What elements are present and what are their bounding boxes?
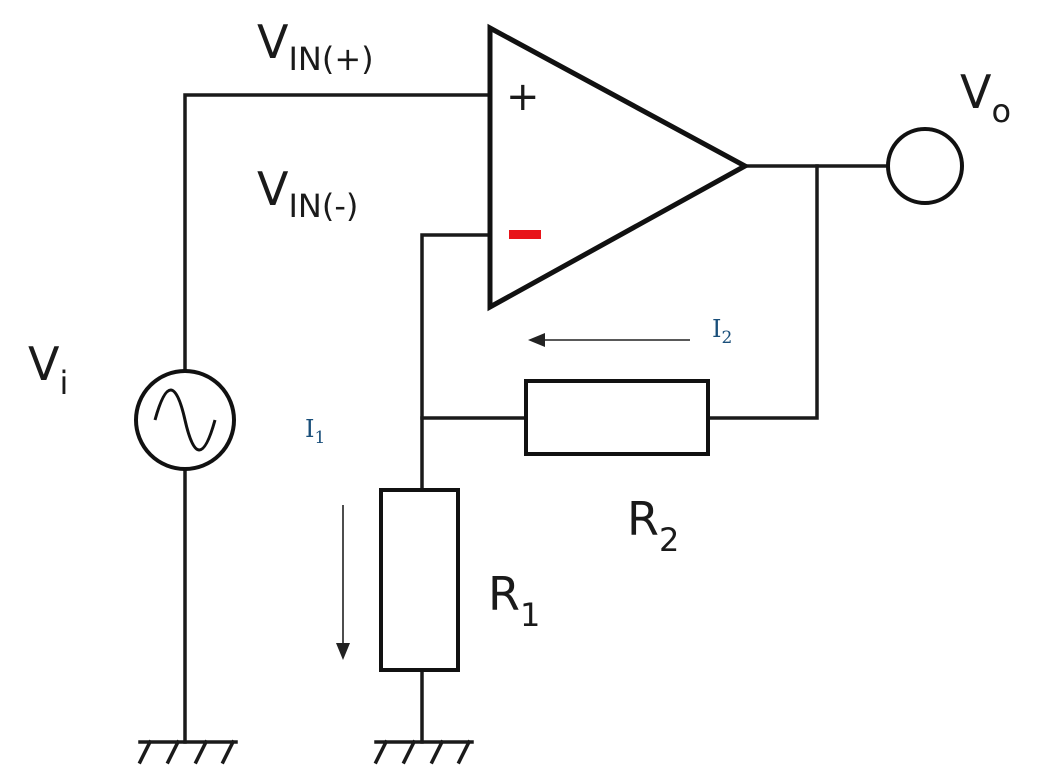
ac-source-icon — [134, 369, 236, 471]
label-vin-minus: VIN(-) — [257, 162, 358, 225]
label-r1: R1 — [488, 567, 540, 634]
label-vo: Vo — [960, 65, 1011, 130]
ground-icon — [373, 739, 474, 765]
plus-sign: + — [506, 74, 540, 120]
current-arrow-i2 — [528, 333, 690, 347]
output-terminal-icon — [886, 127, 964, 205]
wire-inverting-node — [420, 233, 492, 492]
op-amp-triangle — [487, 23, 751, 312]
wire-feedback — [706, 164, 819, 420]
label-r2: R2 — [627, 492, 679, 559]
minus-sign — [509, 230, 541, 239]
op-amp-icon: + — [487, 23, 751, 312]
label-vi: Vi — [28, 337, 68, 402]
label-i2: I2 — [712, 315, 732, 348]
label-i1: I1 — [305, 415, 325, 448]
ground-icon — [137, 739, 238, 765]
label-vin-plus: VIN(+) — [257, 15, 374, 78]
resistor-r2-icon — [524, 379, 710, 456]
current-arrow-i1 — [336, 505, 350, 660]
wire-input-plus — [183, 93, 492, 374]
wires — [183, 93, 890, 744]
resistor-r1-icon — [379, 488, 460, 672]
sine-wave-icon — [153, 388, 217, 452]
